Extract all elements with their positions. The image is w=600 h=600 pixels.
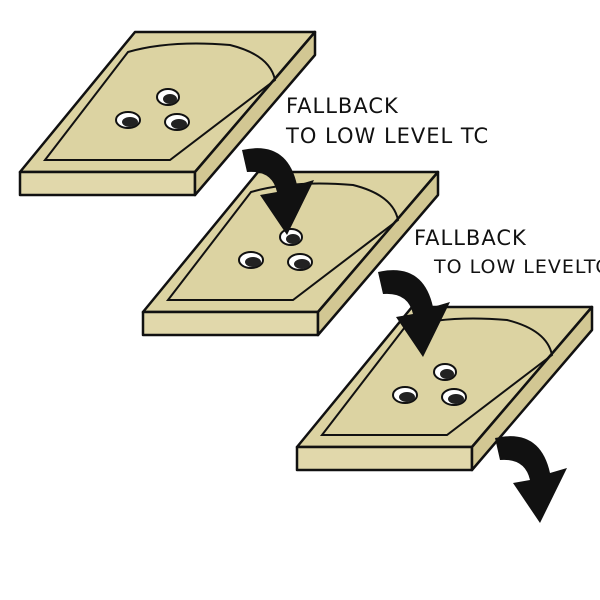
label-1-line2: TO LOW LEVEL TC bbox=[286, 124, 490, 148]
arrow-3-icon bbox=[495, 436, 567, 523]
label-2-line1: FALLBACK bbox=[414, 226, 527, 250]
label-1: FALLBACK TO LOW LEVEL TC bbox=[286, 94, 489, 148]
label-1-line1: FALLBACK bbox=[286, 94, 399, 118]
plate-3 bbox=[295, 305, 594, 472]
label-2-line2: TO LOW LEVELTC bbox=[434, 256, 600, 278]
label-2: FALLBACK TO LOW LEVELTC bbox=[414, 226, 600, 278]
